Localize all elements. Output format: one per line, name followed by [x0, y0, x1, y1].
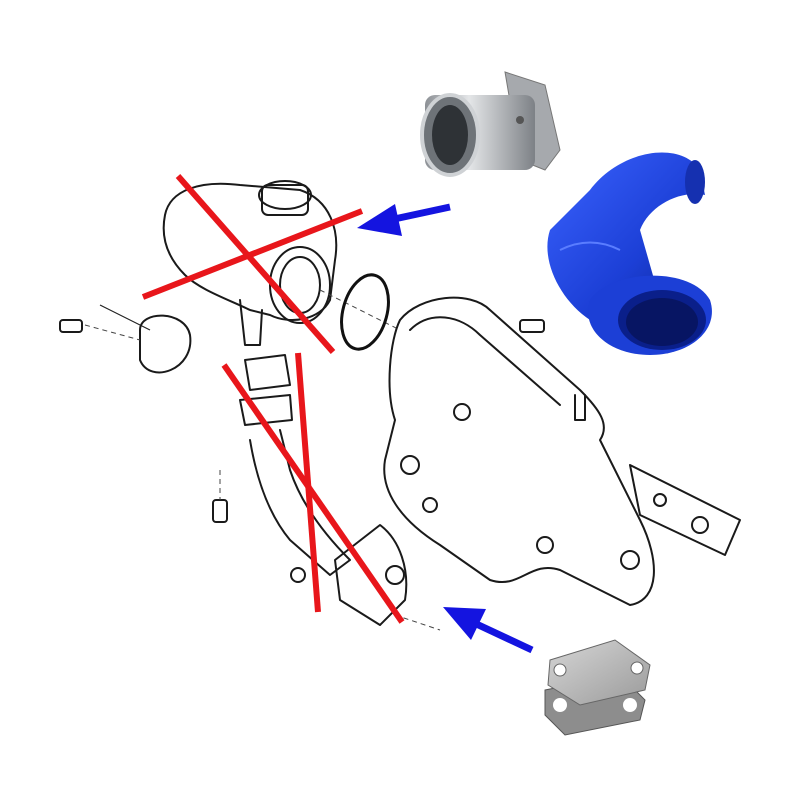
arrow-down-left-icon [443, 607, 534, 654]
egr-valve-drawing [59, 180, 401, 374]
egr-blanking-plate-photo [544, 639, 651, 736]
egr-pipe-drawing [212, 354, 441, 631]
cross-mark-icon [175, 174, 336, 354]
o-ring-drawing [340, 273, 390, 351]
intake-manifold-drawing [383, 296, 741, 606]
cross-mark-egr-pipe [221, 352, 405, 624]
steel-blanking-pipe-photo [420, 71, 561, 177]
cross-mark-icon [295, 352, 321, 613]
cross-mark-icon [141, 208, 364, 300]
arrow-left-icon [357, 203, 451, 236]
blue-silicone-hose-photo [547, 152, 712, 355]
cross-mark-icon [221, 363, 405, 624]
cross-mark-egr-valve [141, 174, 364, 354]
